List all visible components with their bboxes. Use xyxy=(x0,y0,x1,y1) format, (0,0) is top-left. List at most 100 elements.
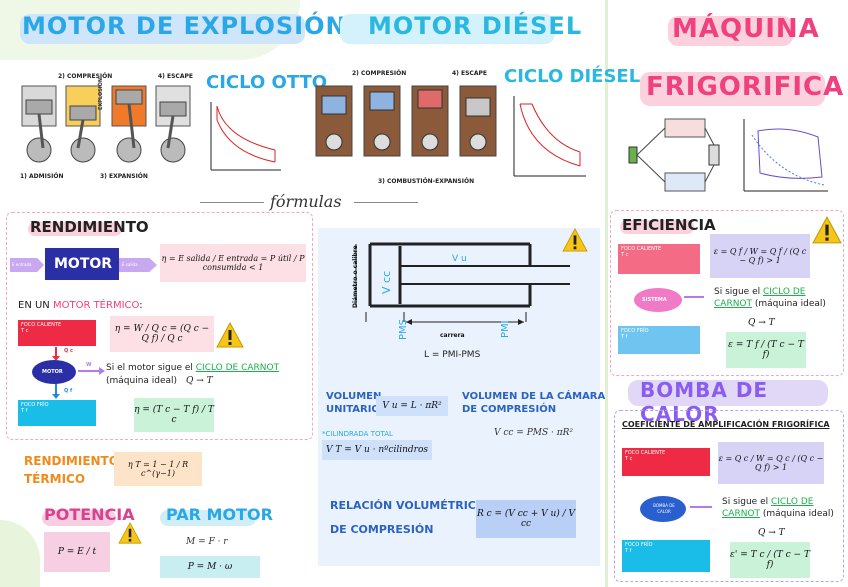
bomba-heading-highlight xyxy=(628,380,828,406)
bomba-w-arrow xyxy=(690,506,712,508)
motor-flow-arrows xyxy=(52,347,105,399)
relacion-line2: DE COMPRESIÓN xyxy=(330,523,434,536)
warning-icon xyxy=(216,322,244,348)
qc-label: Q c xyxy=(64,348,73,354)
rendimiento-q-to-t: Q → T xyxy=(185,376,213,386)
column-divider xyxy=(605,0,608,587)
relacion-heading: RELACIÓN VOLUMÉTRICA DE COMPRESIÓN xyxy=(330,494,484,542)
eficiencia-foco-frio-box: FOCO FRÍO T f xyxy=(618,326,700,354)
eficiencia-w-arrow xyxy=(684,296,704,298)
motor-small-ellipse xyxy=(32,360,76,384)
camara-formula: V cc = PMS · πR² xyxy=(494,428,574,438)
sistema-label: SISTEMA xyxy=(642,297,667,303)
diesel-engine-illustration xyxy=(315,85,497,157)
par-formula-2: P = M · ω xyxy=(160,556,260,578)
bomba-q-to-t: Q → T xyxy=(758,528,785,538)
rendimiento-heading: RENDIMIENTO xyxy=(30,218,149,236)
eficiencia-carnot-prefix: Si sigue el xyxy=(714,287,763,297)
rend-termico-formula: η T = 1 − 1 / R c^(γ−1) xyxy=(114,452,202,486)
vol-unitario-formula: V u = L · πR² xyxy=(376,396,448,416)
vcc-label: V cc xyxy=(380,270,393,294)
otto-stage-escape: 4) ESCAPE xyxy=(158,73,193,80)
otto-stage-expansion: 3) EXPANSIÓN xyxy=(100,173,148,180)
warning-icon xyxy=(812,216,842,244)
diesel-pv-diagram xyxy=(513,96,586,177)
camara-line2: DE COMPRESIÓN xyxy=(462,404,557,415)
rendimiento-panel xyxy=(6,212,313,440)
bomba-heading: BOMBA DE CALOR xyxy=(640,378,769,426)
rendimiento-carnot-link[interactable]: CICLO DE CARNOT xyxy=(195,363,280,373)
carrera-label: carrera xyxy=(440,332,465,339)
bomba-foco-caliente-sub: T c xyxy=(625,456,633,462)
bomba-label: BOMBA DE CALOR xyxy=(653,503,675,514)
bomba-foco-caliente-box: FOCO CALIENTE T c xyxy=(622,448,710,476)
warning-icon xyxy=(118,522,142,544)
foco-caliente-sub: T c xyxy=(21,328,29,334)
fridge-title-line1: MÁQUINA xyxy=(672,14,820,44)
diesel-title: MOTOR DIÉSEL xyxy=(368,12,583,40)
motor-termico-prefix: EN UN xyxy=(18,300,53,311)
foco-frio-label: FOCO FRÍO xyxy=(21,402,49,408)
w-label: W xyxy=(86,362,92,368)
diesel-cycle-label: CICLO DIÉSEL xyxy=(504,66,641,87)
relacion-line1: RELACIÓN VOLUMÉTRICA xyxy=(330,499,485,512)
eficiencia-foco-caliente-box: FOCO CALIENTE T c xyxy=(618,244,700,274)
eficiencia-q-to-t: Q → T xyxy=(748,318,775,328)
eficiencia-carnot-formula: ε = T f / (T c − T f) xyxy=(726,332,806,368)
rendimiento-termico-formula: η = W / Q c = (Q c − Q f) / Q c xyxy=(110,316,214,352)
fridge-title-highlight-2 xyxy=(640,72,825,106)
eficiencia-foco-frio-label: FOCO FRÍO xyxy=(621,328,649,334)
qf-label: Q f xyxy=(64,388,73,394)
vol-unitario-line2: UNITARIO xyxy=(326,404,380,415)
foco-frio-sub: T f xyxy=(21,408,28,414)
eficiencia-heading: EFICIENCIA xyxy=(622,216,716,234)
motor-small-label: MOTOR xyxy=(42,369,63,375)
energy-in-arrow xyxy=(10,258,44,272)
energy-in-label: E entrada xyxy=(12,262,32,267)
rendimiento-carnot-text: Si el motor sigue el CICLO DE CARNOT (má… xyxy=(106,362,306,388)
motor-box-label: MOTOR xyxy=(54,256,113,272)
diesel-stage-compresion: 2) COMPRESIÓN xyxy=(352,70,407,77)
bomba-carnot-text: Si sigue el CICLO DE CARNOT (máquina ide… xyxy=(722,496,846,520)
rend-termico-heading: RENDIMIENTO TÉRMICO xyxy=(24,452,119,488)
eficiencia-heading-highlight xyxy=(620,220,694,234)
fridge-pv-diagram xyxy=(743,119,828,192)
pmi-label: PMI xyxy=(500,320,511,338)
otto-stage-compresion: 2) COMPRESIÓN xyxy=(58,73,113,80)
par-heading: PAR MOTOR xyxy=(166,505,273,524)
otto-cycle-label: CICLO OTTO xyxy=(206,72,328,93)
formulas-label: fórmulas xyxy=(270,192,342,211)
diesel-stage-escape: 4) ESCAPE xyxy=(452,70,487,77)
pms-label: PMS xyxy=(398,318,409,340)
rend-termico-heading-line1: RENDIMIENTO xyxy=(24,454,119,468)
otto-pv-diagram xyxy=(210,102,281,171)
par-heading-highlight xyxy=(160,510,256,526)
eficiencia-foco-caliente-sub: T c xyxy=(621,252,629,258)
camara-heading: VOLUMEN DE LA CÁMARA DE COMPRESIÓN xyxy=(462,390,605,416)
eficiencia-foco-caliente-label: FOCO CALIENTE xyxy=(621,246,662,252)
cilindrada-formula: V T = V u · nºcilindros xyxy=(322,440,432,460)
bomba-carnot-formula: ε' = T c / (T c − T f) xyxy=(730,542,810,578)
bomba-ellipse xyxy=(640,496,686,522)
formulas-line-left xyxy=(200,202,264,203)
potencia-formula: P = E / t xyxy=(44,532,110,572)
bomba-carnot-suffix: (máquina ideal) xyxy=(760,509,834,519)
eficiencia-panel xyxy=(610,210,844,376)
otto-title-highlight xyxy=(20,14,305,44)
bomba-formula: ε = Q c / W = Q c / (Q c − Q f) > 1 xyxy=(718,442,824,484)
potencia-heading-highlight xyxy=(42,510,116,526)
bomba-carnot-link[interactable]: CICLO DE CARNOT xyxy=(722,497,814,519)
foco-frio-box: FOCO FRÍO T f xyxy=(18,400,96,426)
motor-termico-suffix: : xyxy=(139,300,143,311)
eficiencia-foco-frio-sub: T f xyxy=(621,334,628,340)
diesel-title-highlight xyxy=(340,14,555,44)
formulas-line-right xyxy=(354,202,418,203)
bomba-foco-caliente-label: FOCO CALIENTE xyxy=(625,450,666,456)
bomba-foco-frio-sub: T f xyxy=(625,548,632,554)
fridge-title-highlight-1 xyxy=(668,16,793,46)
l-equation: L = PMI-PMS xyxy=(424,350,481,360)
otto-engine-illustration xyxy=(21,85,191,163)
eficiencia-carnot-suffix: (máquina ideal) xyxy=(752,299,826,309)
motor-termico-line: EN UN MOTOR TÉRMICO: xyxy=(18,300,143,311)
eficiencia-carnot-link[interactable]: CICLO DE CARNOT xyxy=(714,287,806,309)
